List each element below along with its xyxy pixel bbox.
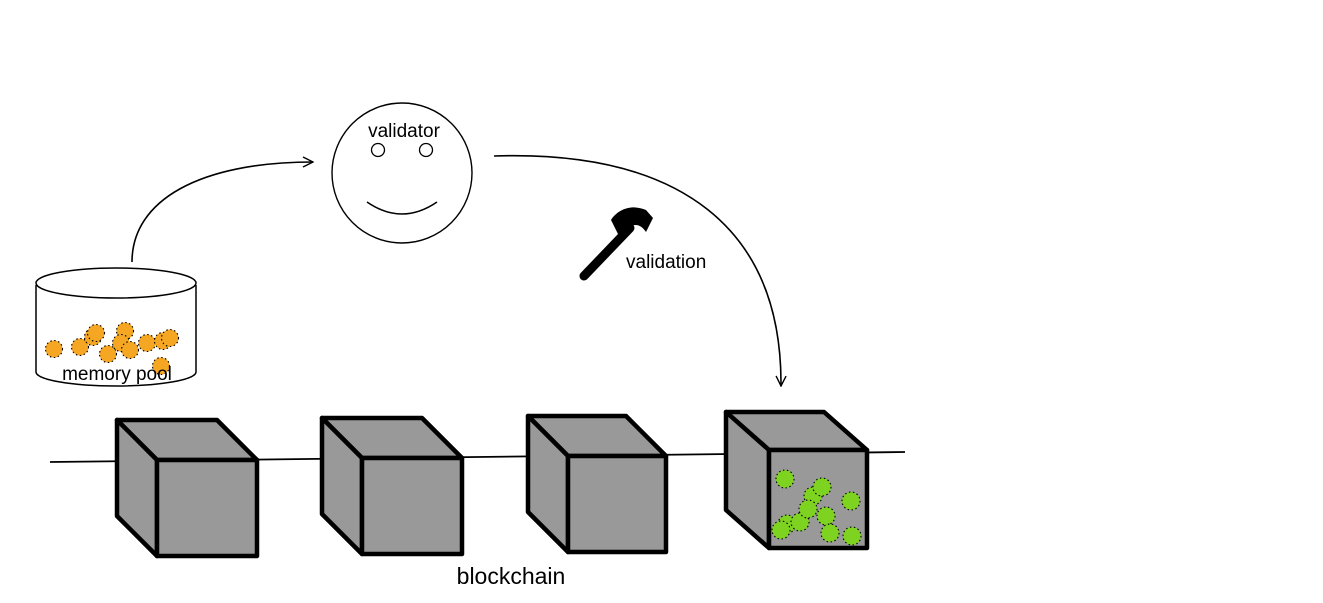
pending-transaction [98, 344, 118, 364]
validator-right-eye [418, 142, 434, 158]
validated-transaction [816, 506, 836, 526]
validation-label: validation [626, 252, 706, 273]
chain-block [319, 415, 465, 557]
chain-block [114, 417, 260, 559]
validated-transaction [841, 491, 861, 511]
pending-transaction [44, 339, 64, 359]
validated-transaction [771, 520, 791, 540]
pending-transactions [44, 321, 180, 376]
validated-transaction [812, 477, 832, 497]
block-front-face [565, 453, 669, 555]
validated-transaction [842, 526, 862, 546]
pending-transaction [160, 328, 180, 348]
pending-transaction [137, 333, 157, 353]
memory-pool-label: memory pool [62, 364, 172, 385]
validated-transaction [798, 499, 818, 519]
validator-left-eye [370, 142, 386, 158]
validator-face [331, 102, 473, 244]
pending-transaction [151, 356, 171, 376]
validator-smile [366, 201, 438, 215]
memory-pool-top [35, 267, 197, 299]
new-block [723, 409, 870, 551]
blockchain-blocks [114, 409, 870, 559]
validated-transaction [790, 512, 810, 532]
validator-icon [331, 102, 473, 244]
validated-transaction [775, 469, 795, 489]
validated-transaction [820, 523, 840, 543]
blockchain-label: blockchain [457, 563, 566, 589]
hammer-icon [579, 207, 653, 281]
pending-transaction [120, 340, 140, 360]
chain-block [525, 413, 669, 555]
validator-label: validator [368, 121, 440, 142]
validator-to-block-arrow [493, 154, 781, 386]
block-front-face [154, 457, 260, 559]
memory-pool-icon [35, 267, 197, 387]
pending-transaction [70, 337, 90, 357]
pool-to-validator-arrow [131, 162, 313, 263]
pending-transaction [86, 323, 106, 343]
block-front-face [359, 455, 465, 557]
